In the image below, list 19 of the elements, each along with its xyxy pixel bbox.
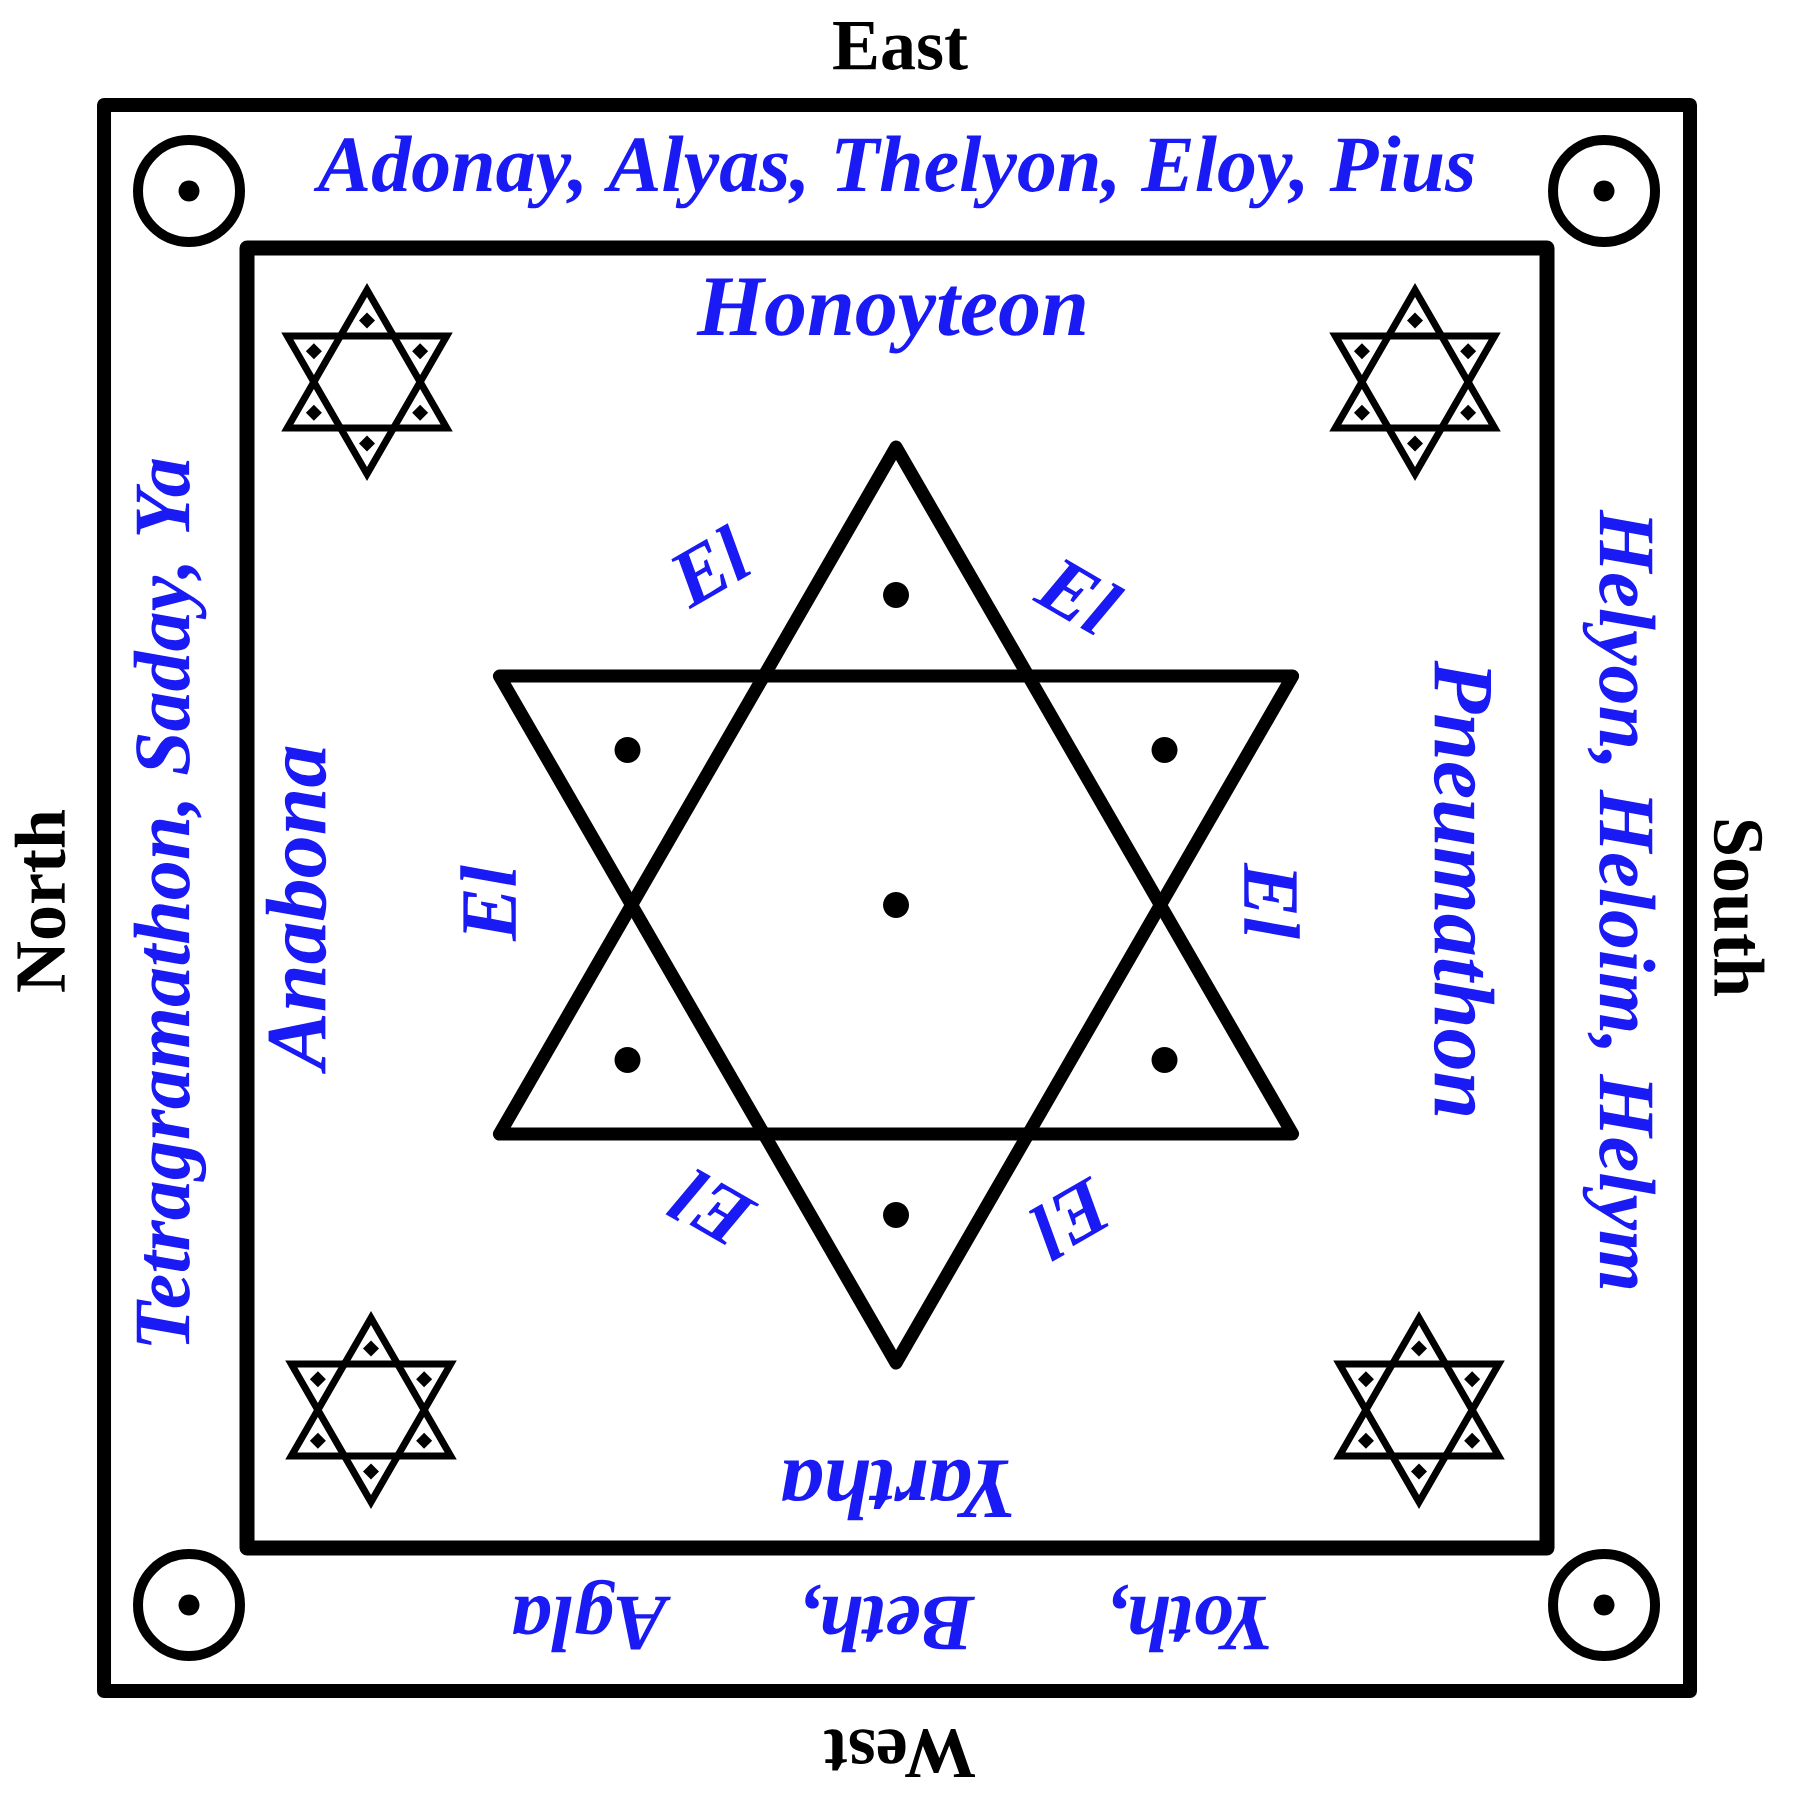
inscription: Tetragramathon, Saday, Ya bbox=[133, 459, 207, 1345]
inscription: Pneumathon bbox=[1433, 660, 1495, 1116]
inscription: Helyon, Heloim, Helym bbox=[1582, 509, 1656, 1289]
inscription: El bbox=[671, 523, 752, 610]
inscription: Adonay, Alyas, Thelyon, Eloy, Pius bbox=[313, 135, 1474, 209]
inscription: El bbox=[1031, 559, 1126, 636]
inscription: El bbox=[665, 1168, 760, 1245]
direction-label: South bbox=[1713, 820, 1765, 996]
inscription: El bbox=[460, 865, 516, 942]
inscription: Yoth, Beth, Agla bbox=[513, 1579, 1269, 1653]
inner-frame bbox=[239, 240, 1555, 1556]
direction-label: North bbox=[14, 810, 66, 992]
direction-label: East bbox=[833, 22, 968, 70]
direction-label: West bbox=[824, 1728, 976, 1778]
inscription: Honoyteon bbox=[696, 278, 1085, 354]
inscription: Yartha bbox=[782, 1459, 1012, 1521]
inscription: Anabona bbox=[265, 746, 327, 1074]
inscription: El bbox=[1028, 1175, 1109, 1262]
inscription: El bbox=[1244, 862, 1300, 939]
